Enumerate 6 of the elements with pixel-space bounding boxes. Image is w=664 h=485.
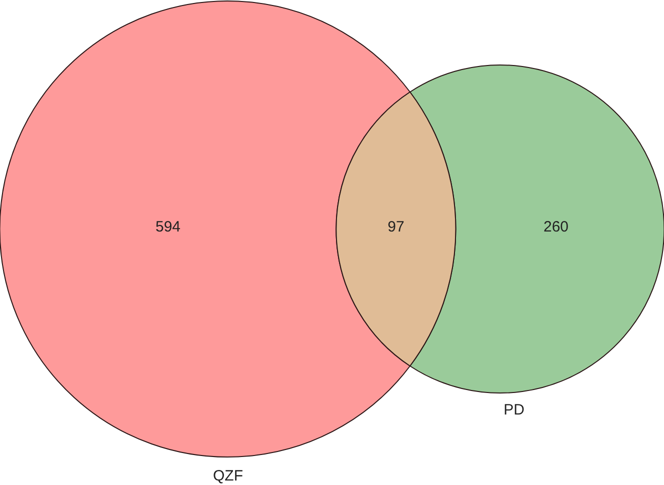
count-label: 260 <box>543 220 569 234</box>
set-label: PD <box>504 402 524 418</box>
set-label: QZF <box>213 468 243 484</box>
count-label: 97 <box>388 220 404 234</box>
count-label: 594 <box>155 220 181 234</box>
venn-overlap <box>336 92 456 366</box>
